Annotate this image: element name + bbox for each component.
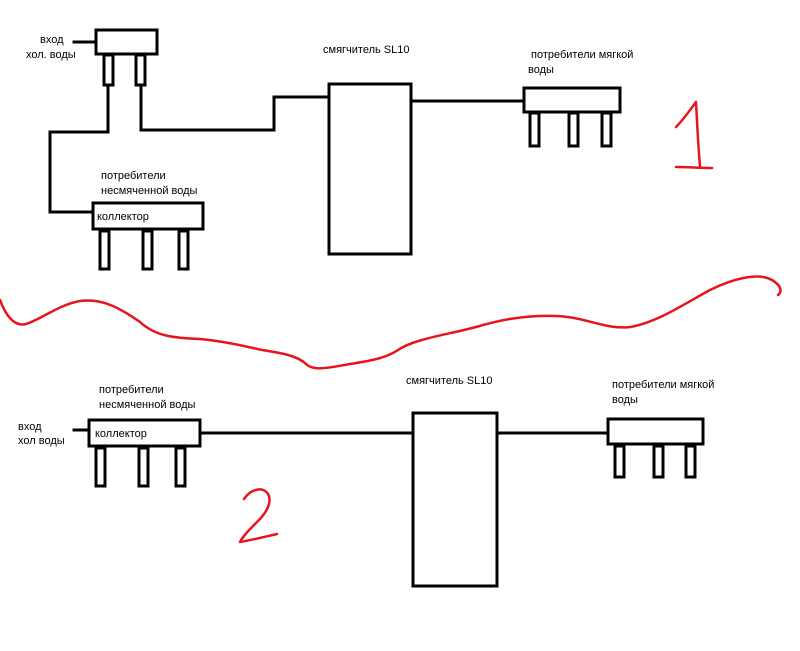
scheme1-pipe-to-collector bbox=[48, 84, 110, 214]
scheme2-soft-manifold bbox=[606, 417, 705, 446]
scheme2-soft-outlet-1 bbox=[613, 444, 626, 479]
scheme1-collector-label: коллектор bbox=[97, 211, 149, 223]
scheme1-hard-consumers-label-line1: потребители bbox=[101, 170, 166, 182]
scheme1-collector bbox=[91, 201, 205, 231]
scheme1-hard-outlet-2 bbox=[141, 229, 154, 271]
scheme2-hard-outlet-3 bbox=[174, 446, 187, 488]
scheme2-number-two: 2 bbox=[238, 488, 279, 544]
scheme1-hard-outlet-1 bbox=[98, 229, 111, 271]
scheme2-hard-consumers-label-line1: потребители bbox=[99, 384, 164, 396]
scheme-1: вход хол. воды смягчитель SL10 потребите… bbox=[26, 28, 714, 271]
scheme1-soft-outlet-2 bbox=[567, 111, 580, 148]
separator-wave bbox=[0, 275, 782, 370]
scheme2-hard-outlet-2 bbox=[137, 446, 150, 488]
scheme1-softener bbox=[327, 82, 413, 256]
scheme1-hard-outlet-3 bbox=[177, 229, 190, 271]
scheme1-soft-consumers-label-line1: потребители мягкой bbox=[531, 49, 633, 61]
scheme1-inlet-tee bbox=[94, 28, 159, 56]
scheme1-pipe-to-softener bbox=[139, 84, 331, 132]
scheme2-collector bbox=[87, 418, 202, 448]
scheme2-soft-outlet-2 bbox=[652, 444, 665, 479]
scheme1-number-one: 1 bbox=[674, 100, 714, 170]
scheme1-soft-outlet-1 bbox=[528, 111, 541, 148]
scheme1-tee-outlet-left bbox=[102, 53, 115, 87]
scheme2-soft-outlet-3 bbox=[684, 444, 697, 479]
scheme2-soft-consumers-label-line1: потребители мягкой bbox=[612, 379, 714, 391]
scheme2-soft-consumers-label-line2: воды bbox=[612, 394, 638, 406]
scheme1-soft-consumers-label-line2: воды bbox=[528, 64, 554, 76]
scheme1-inlet-label-line2: хол. воды bbox=[26, 49, 76, 61]
scheme2-collector-label: коллектор bbox=[95, 428, 147, 440]
scheme2-softener-label: смягчитель SL10 bbox=[406, 375, 492, 387]
scheme2-inlet-label-line1: вход bbox=[18, 421, 42, 433]
scheme1-soft-manifold bbox=[522, 86, 622, 114]
scheme1-soft-outlet-3 bbox=[600, 111, 613, 148]
scheme-2: потребители несмяченной воды вход хол во… bbox=[18, 375, 714, 588]
scheme2-hard-outlet-1 bbox=[94, 446, 107, 488]
scheme1-hard-consumers-label-line2: несмяченной воды bbox=[101, 185, 198, 197]
scheme1-softener-label: смягчитель SL10 bbox=[323, 44, 409, 56]
scheme2-inlet-label-line2: хол воды bbox=[18, 435, 65, 447]
scheme2-hard-consumers-label-line2: несмяченной воды bbox=[99, 399, 196, 411]
scheme2-softener bbox=[411, 411, 499, 588]
scheme1-inlet-label-line1: вход bbox=[40, 34, 64, 46]
scheme1-tee-outlet-right bbox=[134, 53, 147, 87]
